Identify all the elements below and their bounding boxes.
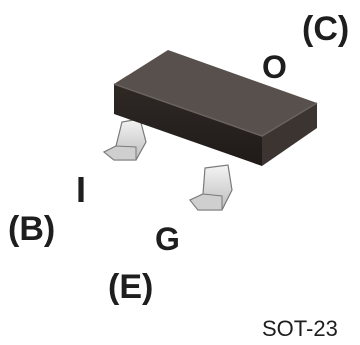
pin-i-letter: I <box>76 169 86 210</box>
pin-e-name: (E) <box>108 268 153 306</box>
body-front <box>114 84 262 166</box>
pin-b-name: (B) <box>8 210 55 248</box>
lead-front <box>189 164 233 211</box>
body-side <box>262 103 317 166</box>
pin-o-letter: O <box>262 49 287 85</box>
lead-left <box>102 118 147 161</box>
pin-c-name: (C) <box>302 10 349 48</box>
package-name: SOT-23 <box>262 316 338 341</box>
body-top <box>114 50 317 136</box>
pin-g-letter: G <box>155 221 180 257</box>
package-body <box>113 50 318 166</box>
